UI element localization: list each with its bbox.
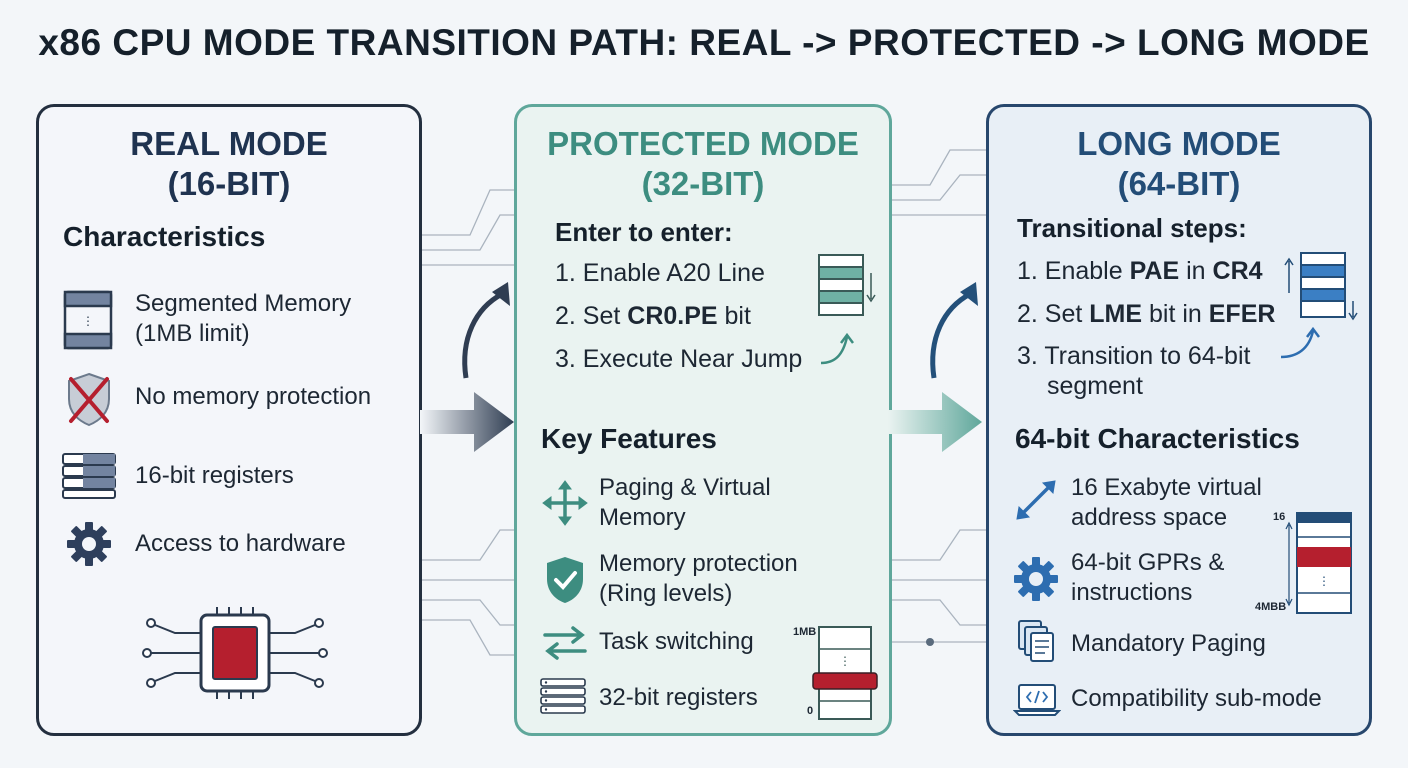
real-mode-panel: REAL MODE (16-BIT) Characteristics ⋮ Seg… [36, 104, 422, 736]
diagram-title: x86 CPU MODE TRANSITION PATH: REAL -> PR… [38, 22, 1370, 63]
protected-mode-title: PROTECTED MODE [547, 125, 859, 162]
registers-icon [540, 678, 586, 714]
real-item-protection: No memory protection [135, 383, 372, 410]
protected-steps-heading: Enter to enter: [555, 217, 733, 247]
gear-icon [67, 522, 111, 566]
memory-map-icon: ⋮ [1285, 512, 1352, 614]
protected-feature-paging-line1: Paging & Virtual [599, 474, 771, 501]
long-features-heading: 64-bit Characteristics [1015, 423, 1300, 454]
long-mode-title: LONG MODE [1077, 125, 1281, 162]
code-window-icon [1013, 684, 1061, 716]
protected-features-heading: Key Features [541, 423, 717, 454]
protected-to-long-arrow [888, 392, 982, 452]
real-item-segmented-line2: (1MB limit) [135, 320, 250, 347]
long-feature-gprs-line1: 64-bit GPRs & [1071, 549, 1225, 576]
long-step-3-line1: 3. Transition to 64-bit [1017, 342, 1251, 370]
protected-mem-top-label: 1MB [793, 626, 817, 638]
long-mode-bitness: (64-BIT) [1117, 165, 1241, 202]
long-mode-panel: LONG MODE (64-BIT) Transitional steps: 1… [986, 104, 1372, 736]
registers-icon [62, 453, 116, 499]
memory-map-icon: ⋮ [812, 626, 878, 720]
real-mode-bitness: (16-BIT) [167, 165, 291, 202]
check-shield-icon [547, 557, 583, 603]
long-step-1: 1. Enable PAE in CR4 [1017, 257, 1263, 285]
protected-feature-memprot-line1: Memory protection [599, 550, 798, 577]
svg-text:⋮: ⋮ [839, 654, 851, 668]
real-item-segmented-line1: Segmented Memory [135, 290, 352, 317]
real-mode-title: REAL MODE [130, 125, 328, 162]
protected-feature-registers: 32-bit registers [599, 684, 758, 711]
move-arrows-icon [542, 480, 588, 526]
memory-stack-icon [1280, 252, 1358, 359]
long-steps-heading: Transitional steps: [1017, 213, 1247, 243]
real-characteristics-heading: Characteristics [63, 221, 266, 252]
protected-feature-memprot-line2: (Ring levels) [599, 580, 733, 607]
real-item-registers: 16-bit registers [135, 462, 294, 489]
long-feature-address-line2: address space [1071, 504, 1228, 531]
protected-feature-taskswitch: Task switching [599, 628, 754, 655]
svg-text:⋮: ⋮ [82, 314, 94, 328]
real-item-hardware: Access to hardware [135, 530, 346, 557]
long-feature-compat: Compatibility sub-mode [1071, 685, 1322, 712]
long-feature-gprs-line2: instructions [1071, 579, 1193, 606]
long-step-3-line2: segment [1047, 372, 1143, 400]
memory-block-icon: ⋮ [63, 290, 113, 350]
long-mem-bottom-label: 4MBB [1255, 601, 1287, 613]
gear-icon [1014, 557, 1058, 601]
swap-arrows-icon [543, 626, 587, 660]
protected-to-long-curve-arrow [930, 282, 978, 379]
memory-stack-icon [818, 254, 876, 365]
long-mem-top-label: 16 [1273, 511, 1286, 523]
protected-mem-bottom-label: 0 [807, 705, 814, 717]
protected-step-2: 2. Set CR0.PE bit [555, 302, 751, 330]
long-step-2: 2. Set LME bit in EFER [1017, 300, 1276, 328]
diagonal-arrows-icon [1016, 480, 1056, 520]
pages-icon [1018, 620, 1054, 662]
protected-mode-panel: PROTECTED MODE (32-BIT) Enter to enter: … [514, 104, 892, 736]
crossed-shield-icon [68, 372, 110, 427]
long-feature-paging: Mandatory Paging [1071, 630, 1266, 657]
protected-mode-bitness: (32-BIT) [641, 165, 765, 202]
protected-feature-paging-line2: Memory [599, 504, 686, 531]
real-to-protected-curve-arrow [462, 282, 510, 379]
long-feature-address-line1: 16 Exabyte virtual [1071, 474, 1262, 501]
real-to-protected-arrow [420, 392, 514, 452]
svg-text:⋮: ⋮ [1318, 574, 1330, 588]
protected-step-1: 1. Enable A20 Line [555, 259, 765, 287]
protected-step-3: 3. Execute Near Jump [555, 345, 803, 373]
cpu-chip-icon [142, 607, 328, 699]
